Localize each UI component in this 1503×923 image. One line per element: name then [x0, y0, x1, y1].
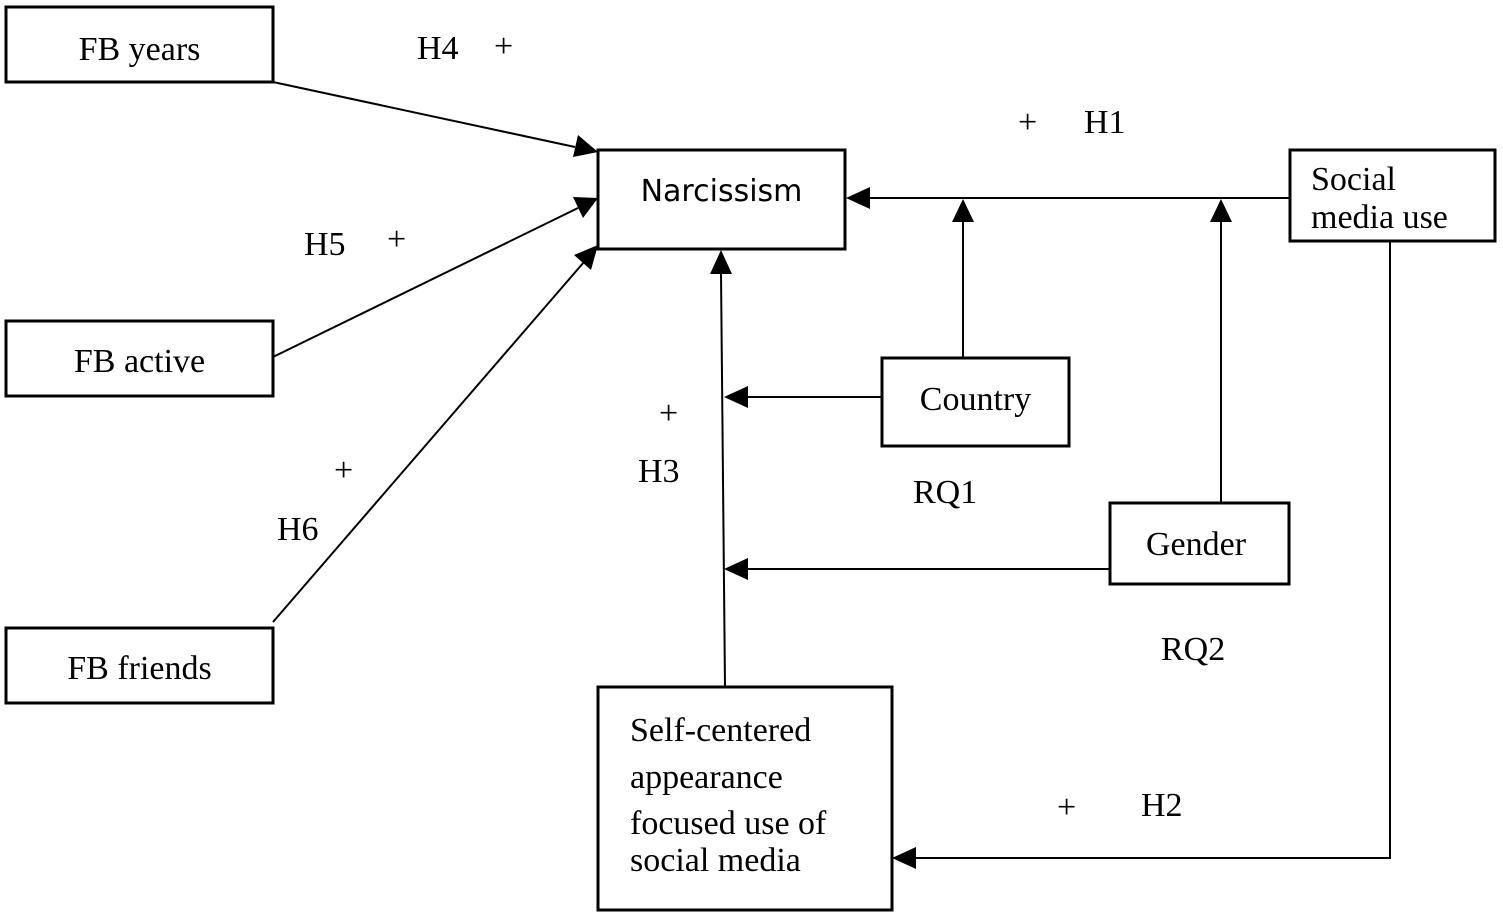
label-h6-sign: +: [334, 452, 353, 489]
label-h4: H4: [417, 30, 459, 67]
node-fb-years: FB years: [4, 5, 275, 84]
arrowhead-country-h1: [952, 199, 974, 222]
label-h6: H6: [277, 511, 319, 548]
label-h5-sign: +: [387, 221, 406, 258]
node-self-centered-line-1: Self-centered: [630, 712, 811, 749]
node-fb-active-label: FB active: [74, 343, 205, 380]
label-h4-sign: +: [494, 28, 513, 65]
node-fb-active: FB active: [4, 319, 275, 398]
label-rq2: RQ2: [1161, 631, 1225, 668]
node-fb-years-label: FB years: [79, 31, 201, 68]
arrowhead-fb-friends: [574, 245, 598, 270]
label-h3: H3: [638, 453, 680, 490]
node-self-centered-line-2: appearance: [630, 759, 783, 796]
edge-fb-active-to-narcissism: [272, 207, 579, 358]
node-self-centered-line-3: focused use of: [630, 805, 827, 842]
label-h2-sign: +: [1057, 789, 1076, 826]
arrowhead-social-media: [846, 187, 870, 209]
node-self-centered-use: Self-centered appearance focused use of …: [596, 685, 894, 912]
arrowhead-country-h3: [724, 386, 748, 408]
label-h1: H1: [1084, 104, 1126, 141]
arrowhead-fb-years: [573, 135, 598, 157]
node-social-media-use: Social media use: [1288, 148, 1497, 243]
node-fb-friends: FB friends: [4, 626, 275, 705]
arrowhead-gender-h3: [724, 558, 748, 580]
node-country-label: Country: [920, 381, 1031, 418]
label-h2: H2: [1141, 787, 1183, 824]
label-h3-sign: +: [659, 395, 678, 432]
arrowhead-gender-h1: [1210, 199, 1232, 222]
node-self-centered-line-4: social media: [630, 842, 801, 879]
node-fb-friends-label: FB friends: [67, 650, 212, 687]
node-social-media-use-line-2: media use: [1311, 199, 1448, 236]
node-social-media-use-line-1: Social: [1311, 161, 1396, 198]
edge-fb-years-to-narcissism: [272, 81, 576, 148]
label-h5: H5: [304, 226, 346, 263]
label-rq1: RQ1: [913, 474, 977, 511]
arrowhead-self-centered: [710, 250, 732, 274]
arrowhead-social-media-self-centered: [892, 847, 916, 869]
edge-fb-friends-to-narcissism: [272, 261, 585, 623]
edge-social-media-to-self-centered: [915, 241, 1391, 859]
node-narcissism: Narcissism: [596, 148, 847, 251]
node-gender: Gender: [1108, 501, 1291, 586]
edge-self-centered-to-narcissism: [720, 272, 726, 688]
arrowhead-fb-active: [573, 197, 598, 218]
node-narcissism-label: Narcissism: [641, 174, 803, 209]
label-h1-sign: +: [1018, 104, 1037, 141]
node-country: Country: [880, 356, 1071, 448]
node-gender-label: Gender: [1146, 526, 1247, 563]
